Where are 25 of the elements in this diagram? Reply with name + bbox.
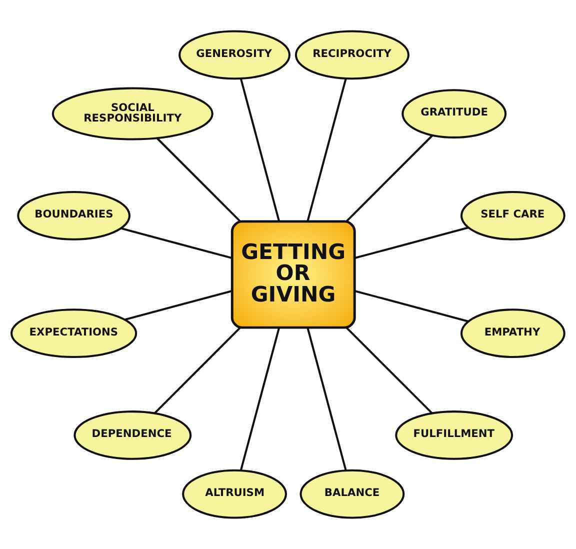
connector — [121, 227, 232, 260]
node-ellipse: BALANCE — [300, 469, 405, 519]
connector — [306, 327, 347, 471]
node-ellipse: FULFILLMENT — [395, 410, 514, 460]
connector — [346, 326, 433, 414]
connector — [124, 290, 232, 321]
node-ellipse: DEPENDENCE — [74, 410, 192, 460]
connector — [346, 134, 434, 222]
node-ellipse: EMPATHY — [460, 308, 566, 358]
connector — [240, 327, 280, 471]
connector — [156, 137, 241, 222]
node-ellipse: BOUNDARIES — [17, 190, 130, 240]
node-ellipse: EXPECTATIONS — [10, 308, 138, 358]
connector — [354, 226, 468, 260]
node-ellipse: SELF CARE — [460, 190, 566, 240]
connector — [154, 326, 241, 414]
node-ellipse: RECIPROCITY — [294, 30, 410, 80]
connector — [354, 290, 468, 322]
connector — [306, 78, 347, 222]
node-ellipse: ALTRUISM — [182, 469, 287, 519]
node-ellipse: GENEROSITY — [178, 30, 290, 80]
connector — [240, 78, 280, 222]
node-ellipse: GRATITUDE — [402, 89, 507, 138]
node-ellipse: SOCIAL RESPONSIBILITY — [52, 87, 214, 140]
node-box: GETTING OR GIVING — [230, 220, 356, 329]
